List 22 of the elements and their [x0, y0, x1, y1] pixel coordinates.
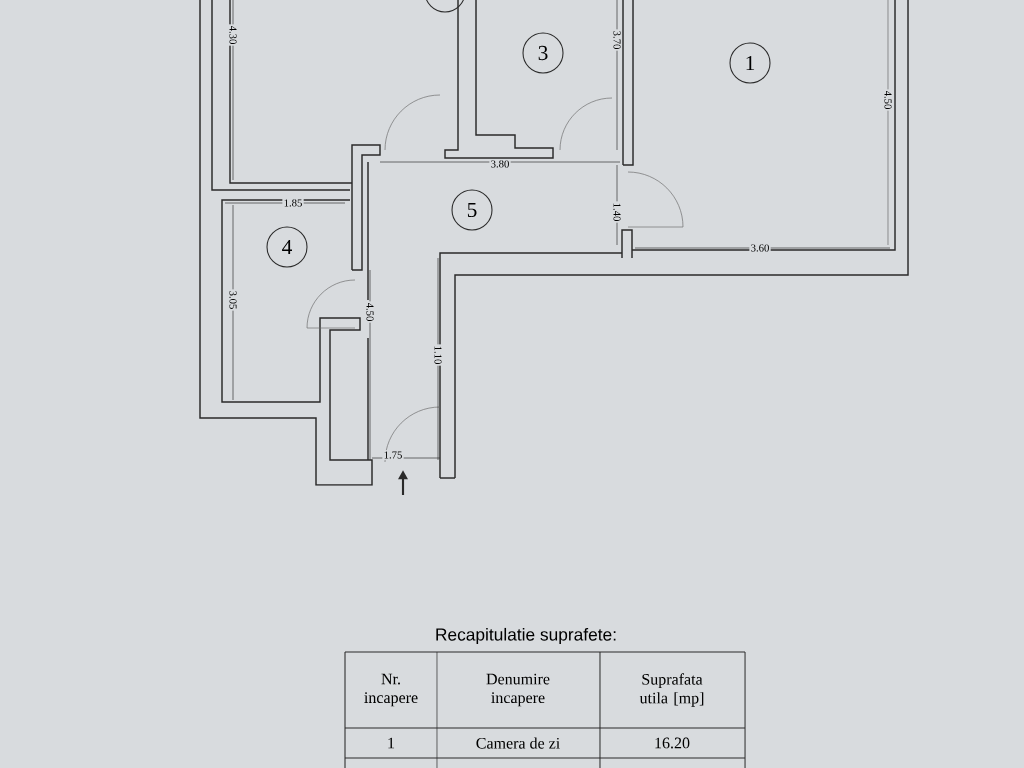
room-number: 4 — [266, 226, 308, 268]
room-number: 5 — [451, 189, 493, 231]
table-cell: 16.20 — [655, 737, 690, 749]
dimension-label: 1.85 — [282, 198, 304, 208]
table-cell: 1 — [388, 737, 395, 749]
dimension-label: 3.80 — [489, 159, 511, 169]
dimension-label: 4.50 — [365, 301, 375, 323]
dimension-label: 1.75 — [382, 450, 404, 460]
dimension-label: 4.50 — [883, 89, 893, 111]
table-header-cell: Nr. incapere — [364, 673, 418, 707]
dimension-label: 3.70 — [612, 29, 622, 51]
dimension-label: 4.30 — [228, 24, 238, 46]
table-header-cell: Denumire incapere — [486, 673, 550, 707]
dimension-label: 1.10 — [433, 344, 443, 366]
dimension-label: 3.05 — [228, 289, 238, 311]
table-header-cell: Suprafata utila [mp] — [639, 673, 704, 707]
table-title: Recapitulatie suprafete: — [436, 627, 616, 645]
dimension-label: 1.40 — [612, 201, 622, 223]
table-cell: Camera de zi — [476, 737, 560, 749]
dimension-label: 3.60 — [749, 243, 771, 253]
room-number: 1 — [729, 42, 771, 84]
room-number: 3 — [522, 32, 564, 74]
